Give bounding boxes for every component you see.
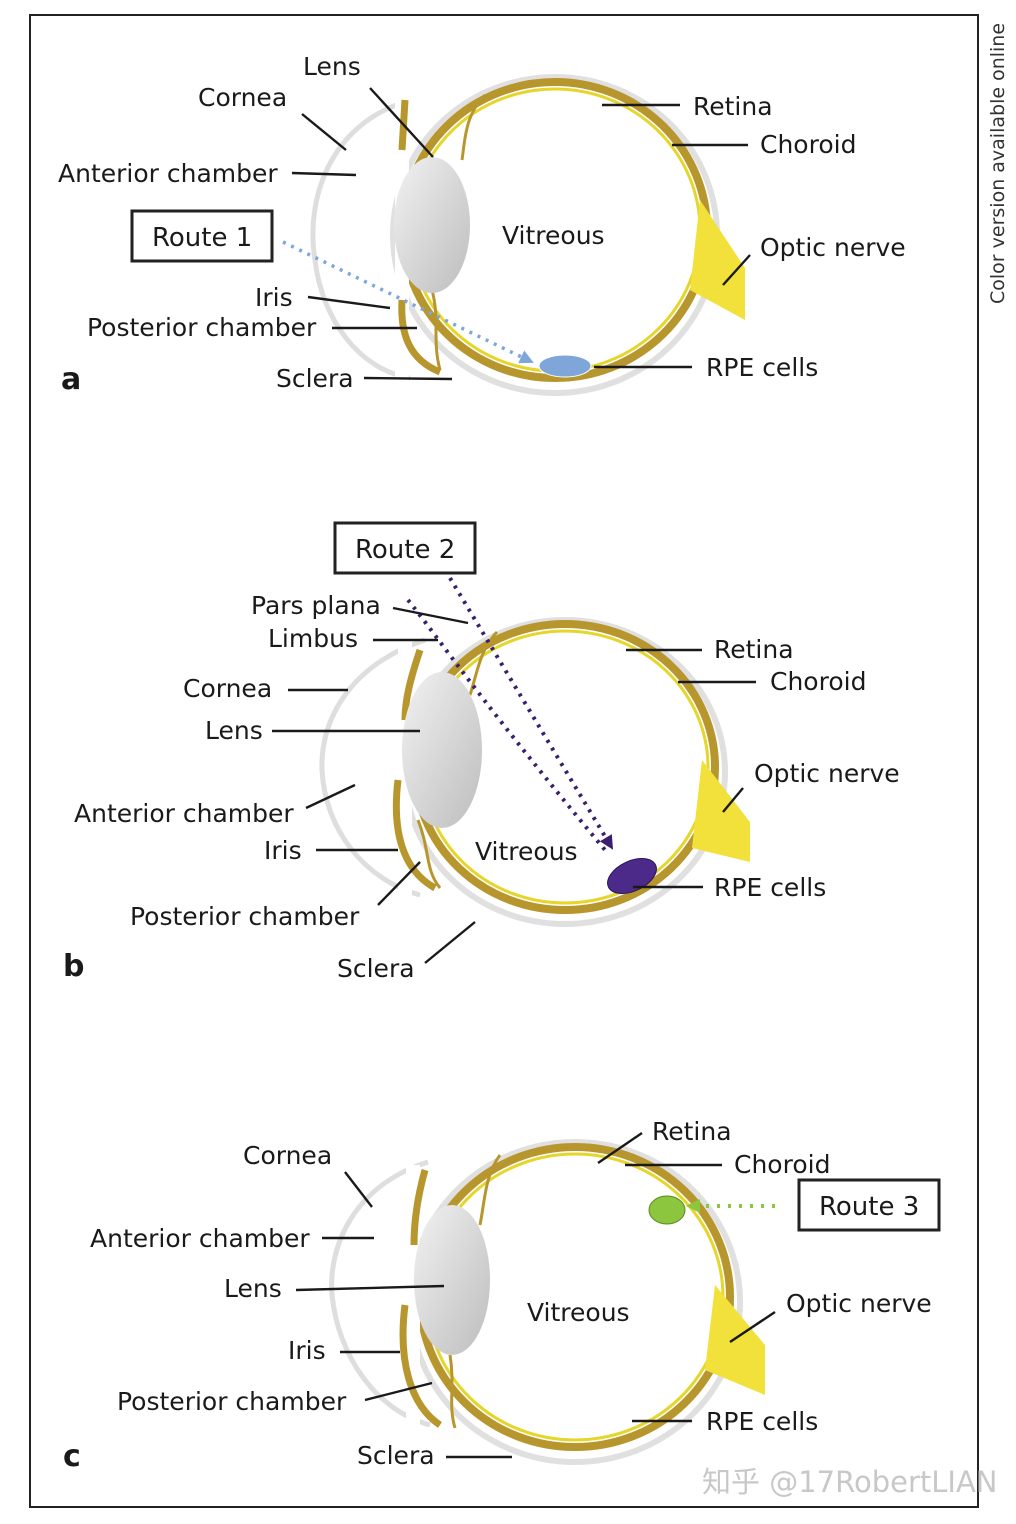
panel-b-label-rpe-cells: RPE cells <box>714 873 826 902</box>
panel-c-cornea-outline <box>329 1159 431 1428</box>
panel-b-label-sclera: Sclera <box>337 954 415 983</box>
panel-a-route-label: Route 1 <box>152 223 252 253</box>
panel-c-label-lens: Lens <box>224 1274 282 1303</box>
panel-b-cornea-outline <box>319 637 426 898</box>
panel-c-letter: c <box>63 1439 81 1474</box>
panel-c-lens <box>414 1205 490 1355</box>
panel-c-label-rpe-cells: RPE cells <box>706 1407 818 1436</box>
panel-a-letter: a <box>61 362 81 397</box>
panel-c-label-retina: Retina <box>652 1117 732 1146</box>
panel-a-route-arrow <box>282 240 534 364</box>
panel-b-rpe-cells <box>607 858 657 894</box>
panel-a-label-rpe-cells: RPE cells <box>706 353 818 382</box>
panel-b-optic-nerve <box>692 760 750 862</box>
panel-a-label-vitreous: Vitreous <box>502 221 605 250</box>
panel-b-label-lens: Lens <box>205 716 263 745</box>
panel-b-label-posterior-chamber: Posterior chamber <box>130 902 360 931</box>
panel-c-label-optic-nerve: Optic nerve <box>786 1289 932 1318</box>
panel-b-lens <box>402 672 482 828</box>
panel-b-label-cornea: Cornea <box>183 674 272 703</box>
panel-c-label-posterior-chamber: Posterior chamber <box>117 1387 347 1416</box>
panel-a-label-optic-nerve: Optic nerve <box>760 233 906 262</box>
panel-c-label-anterior-chamber: Anterior chamber <box>90 1224 310 1253</box>
panel-a-optic-nerve <box>690 200 745 320</box>
panel-a-label-sclera: Sclera <box>276 364 354 393</box>
panel-c-label-vitreous: Vitreous <box>527 1298 630 1327</box>
panel-c: Cornea Anterior chamber Lens Iris Poster… <box>63 1117 941 1474</box>
panel-b-route-label: Route 2 <box>355 535 455 565</box>
panel-b-route-box <box>333 521 477 575</box>
panel-b-route-arrow-1 <box>448 576 614 850</box>
panel-c-iris-lower <box>399 1304 443 1428</box>
panel-b-label-limbus: Limbus <box>268 624 358 653</box>
watermark: 知乎 @17RobertLIAN <box>702 1465 998 1499</box>
panel-a-label-posterior-chamber: Posterior chamber <box>87 313 317 342</box>
panel-b-label-retina: Retina <box>714 635 794 664</box>
panel-c-label-sclera: Sclera <box>357 1441 435 1470</box>
panel-a-label-cornea: Cornea <box>198 83 287 112</box>
panel-b-label-optic-nerve: Optic nerve <box>754 759 900 788</box>
panel-b-label-choroid: Choroid <box>770 667 866 696</box>
panel-b-iris-upper <box>401 648 424 721</box>
panel-b: Pars plana Limbus Cornea Lens Anterior c… <box>63 521 900 984</box>
panel-a-route-box <box>130 209 274 263</box>
panel-a-label-iris: Iris <box>255 283 293 312</box>
panel-c-rpe-cells <box>648 1195 686 1225</box>
panel-c-label-choroid: Choroid <box>734 1150 830 1179</box>
panel-a-label-lens: Lens <box>303 52 361 81</box>
panel-c-route-label: Route 3 <box>819 1192 919 1222</box>
panel-a-cornea-outline <box>310 99 411 381</box>
panel-a-rpe-cells <box>538 354 592 378</box>
panel-b-label-pars-plana: Pars plana <box>251 591 381 620</box>
panel-a: Lens Cornea Anterior chamber Iris Poster… <box>58 52 906 397</box>
panel-b-iris-lower <box>392 779 437 892</box>
panel-a-label-anterior-chamber: Anterior chamber <box>58 159 278 188</box>
panel-b-label-iris: Iris <box>264 836 302 865</box>
panel-b-letter: b <box>63 949 84 984</box>
panel-a-lens <box>394 157 470 293</box>
figure-frame <box>29 14 979 1508</box>
panel-b-label-vitreous: Vitreous <box>475 837 578 866</box>
panel-c-route-box <box>797 1178 941 1232</box>
panel-b-label-anterior-chamber: Anterior chamber <box>74 799 294 828</box>
panel-c-label-iris: Iris <box>288 1336 326 1365</box>
panel-a-label-choroid: Choroid <box>760 130 856 159</box>
color-version-note: Color version available online <box>987 23 1009 304</box>
panel-c-label-cornea: Cornea <box>243 1141 332 1170</box>
panel-a-iris-lower <box>398 299 442 376</box>
panel-c-iris-upper <box>410 1169 429 1246</box>
panel-a-label-retina: Retina <box>693 92 773 121</box>
